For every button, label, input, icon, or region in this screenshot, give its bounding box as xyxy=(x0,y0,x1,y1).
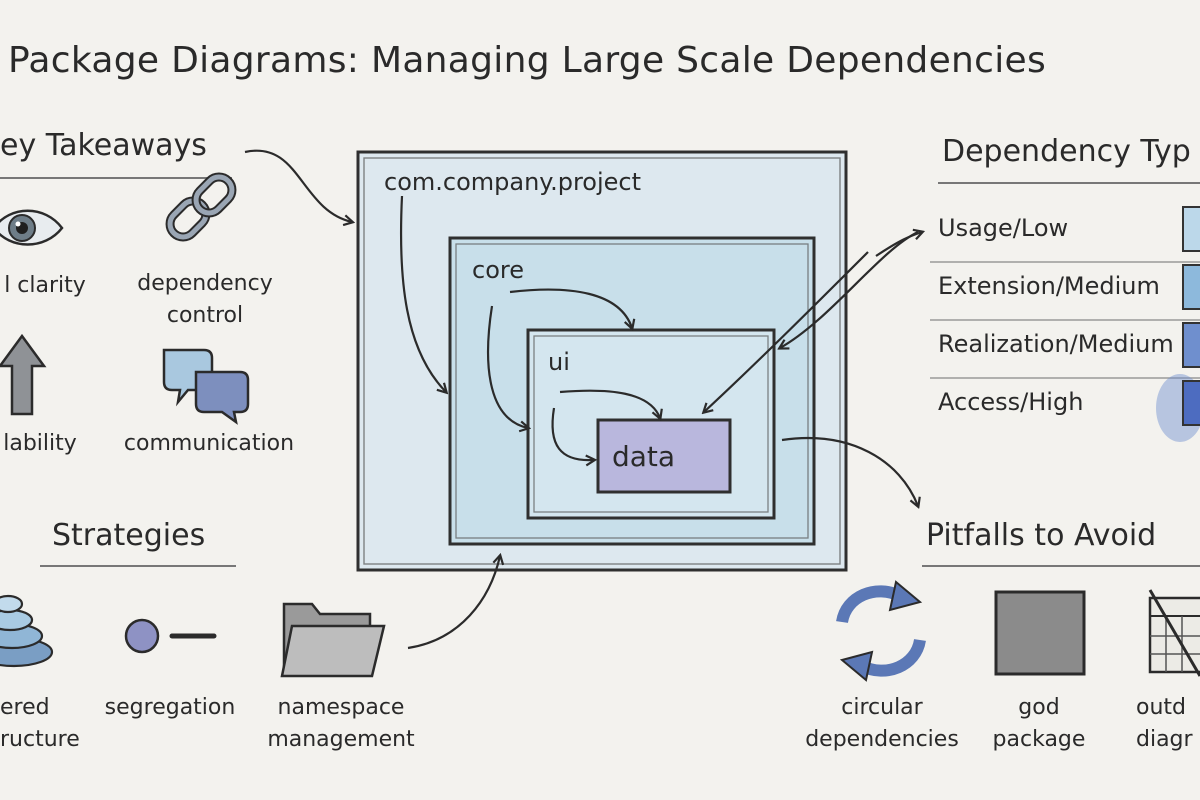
dependency-swatch xyxy=(1182,380,1200,426)
arrow-namespace-to-diagram xyxy=(407,556,500,650)
strategy-label: ered ructure xyxy=(0,695,80,752)
chain-link-icon xyxy=(165,172,237,242)
arrow-diagram-to-pitfalls xyxy=(781,436,918,506)
dependency-type-label: Usage/Low xyxy=(938,214,1069,242)
pitfall-label: circular dependencies xyxy=(805,695,959,752)
dependency-types-heading: Dependency Typ xyxy=(942,134,1191,169)
takeaways-heading: ey Takeaways xyxy=(0,128,207,163)
arrow-ui-to-data-top xyxy=(559,389,660,418)
arrow-ui-to-data-side xyxy=(551,407,594,460)
arrow-usage-to-ui xyxy=(780,231,919,348)
dependency-swatch xyxy=(1182,322,1200,368)
package-ui-label: ui xyxy=(548,348,570,376)
takeaway-label: communication xyxy=(123,431,295,456)
arrow-usage-to-data xyxy=(704,251,869,412)
takeaway-label: l clarity xyxy=(4,273,86,298)
dependency-type-label: Realization/Medium xyxy=(938,330,1174,358)
arrow-core-to-ui-top xyxy=(509,288,632,328)
dependency-swatch xyxy=(1182,264,1200,310)
page-title: Package Diagrams: Managing Large Scale D… xyxy=(8,40,1047,81)
eye-icon xyxy=(0,209,64,246)
arrow-core-to-ui-side xyxy=(487,305,528,428)
stacked-layers-icon xyxy=(0,594,54,668)
pitfall-label: god package xyxy=(992,695,1086,752)
package-data-label: data xyxy=(612,440,676,473)
package-data-box xyxy=(596,418,732,494)
dependency-type-label: Access/High xyxy=(938,388,1084,416)
arrow-takeaways-to-diagram xyxy=(244,149,352,222)
strategies-heading: Strategies xyxy=(52,518,206,553)
up-arrow-icon xyxy=(0,333,47,416)
crossed-calendar-icon xyxy=(1148,589,1200,677)
folder-icon xyxy=(280,602,386,678)
strategy-label: segregation xyxy=(104,695,236,720)
dependency-swatch xyxy=(1182,206,1200,252)
package-core-label: core xyxy=(472,256,524,284)
lollipop-interface-icon xyxy=(124,618,217,654)
package-outer-label: com.company.project xyxy=(384,168,642,196)
circular-arrows-icon xyxy=(836,580,926,682)
speech-bubbles-icon xyxy=(162,348,250,425)
pitfalls-heading: Pitfalls to Avoid xyxy=(926,518,1157,553)
arrow-outer-to-core xyxy=(399,195,446,392)
dependency-type-label: Extension/Medium xyxy=(938,272,1160,300)
gray-square-icon xyxy=(994,590,1086,676)
strategy-label: namespace management xyxy=(267,695,415,752)
takeaway-label: lability xyxy=(3,431,77,456)
pitfall-label: outd diagr xyxy=(1136,695,1193,752)
takeaway-label: dependency control xyxy=(137,271,273,328)
